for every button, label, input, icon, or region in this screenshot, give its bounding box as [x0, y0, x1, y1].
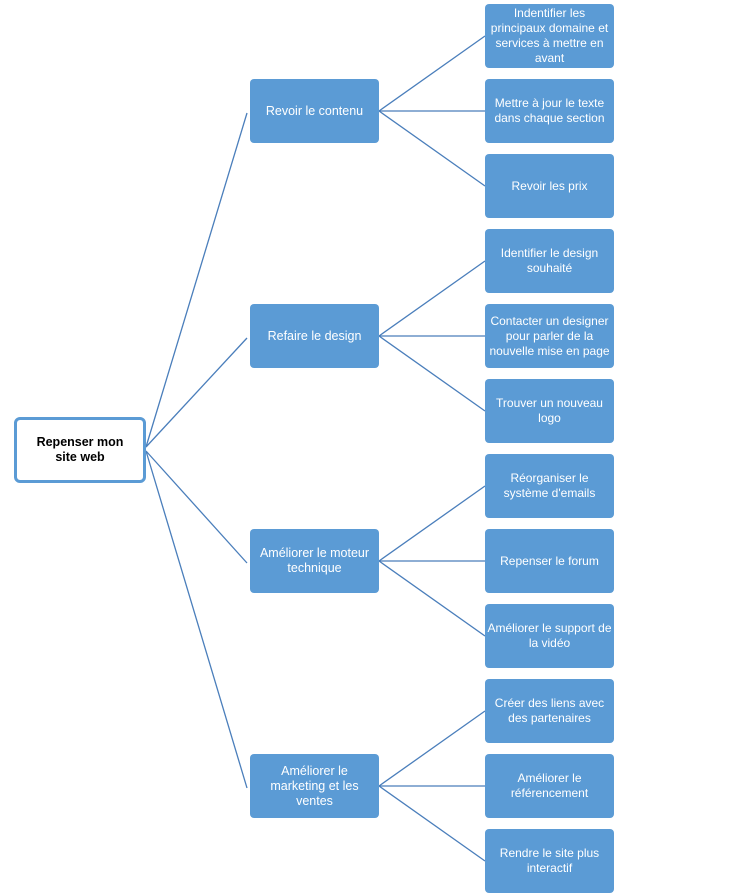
leaf-node-label: Créer des liens avec des partenaires [494, 696, 605, 725]
connector-root-branch-0 [145, 112, 248, 448]
branch-node-label: Améliorer le marketing et les ventes [270, 763, 359, 808]
connector-branch-1-child-2 [378, 335, 486, 412]
connector-branch-2-child-0 [378, 485, 486, 562]
leaf-node: Trouver un nouveau logo [485, 379, 614, 443]
leaf-node: Améliorer le support de la vidéo [485, 604, 614, 668]
leaf-node-label: Repenser le forum [500, 553, 599, 568]
leaf-node: Indentifier les principaux domaine et se… [485, 4, 614, 68]
leaf-node-label: Améliorer le support de la vidéo [487, 621, 612, 650]
root-node-label: Repenser mon site web [36, 435, 124, 464]
leaf-node: Contacter un designer pour parler de la … [485, 304, 614, 368]
leaf-node-label: Indentifier les principaux domaine et se… [490, 6, 609, 65]
leaf-node-label: Trouver un nouveau logo [496, 396, 603, 425]
leaf-node-label: Revoir les prix [511, 178, 588, 193]
leaf-node-label: Rendre le site plus interactif [499, 846, 600, 875]
leaf-node: Mettre à jour le texte dans chaque secti… [485, 79, 614, 143]
branch-node-label: Revoir le contenu [265, 103, 364, 118]
root-node: Repenser mon site web [14, 417, 146, 483]
leaf-node: Réorganiser le système d'emails [485, 454, 614, 518]
connector-root-branch-2 [145, 450, 248, 564]
leaf-node-label: Contacter un designer pour parler de la … [489, 313, 610, 358]
branch-node-refaire-le-design: Refaire le design [250, 304, 379, 368]
branch-node-ameliorer-moteur-technique: Améliorer le moteur technique [250, 529, 379, 593]
branch-node-ameliorer-marketing-ventes: Améliorer le marketing et les ventes [250, 754, 379, 818]
connector-branch-3-child-0 [378, 710, 486, 787]
leaf-node: Rendre le site plus interactif [485, 829, 614, 893]
connector-root-branch-1 [145, 337, 248, 448]
leaf-node-label: Réorganiser le système d'emails [503, 471, 596, 500]
connector-branch-1-child-0 [378, 260, 486, 337]
leaf-node: Créer des liens avec des partenaires [485, 679, 614, 743]
leaf-node-label: Identifier le design souhaité [500, 246, 599, 275]
connector-branch-0-child-0 [378, 35, 486, 112]
connector-branch-2-child-2 [378, 560, 486, 637]
connector-root-branch-3 [145, 450, 248, 789]
connector-branch-0-child-2 [378, 110, 486, 187]
leaf-node: Améliorer le référencement [485, 754, 614, 818]
branch-node-label: Refaire le design [267, 328, 362, 343]
branch-node-revoir-le-contenu: Revoir le contenu [250, 79, 379, 143]
leaf-node: Revoir les prix [485, 154, 614, 218]
leaf-node-label: Mettre à jour le texte dans chaque secti… [494, 96, 605, 125]
branch-node-label: Améliorer le moteur technique [259, 546, 370, 575]
leaf-node-label: Améliorer le référencement [510, 771, 589, 800]
leaf-node: Identifier le design souhaité [485, 229, 614, 293]
connector-branch-3-child-2 [378, 785, 486, 862]
leaf-node: Repenser le forum [485, 529, 614, 593]
